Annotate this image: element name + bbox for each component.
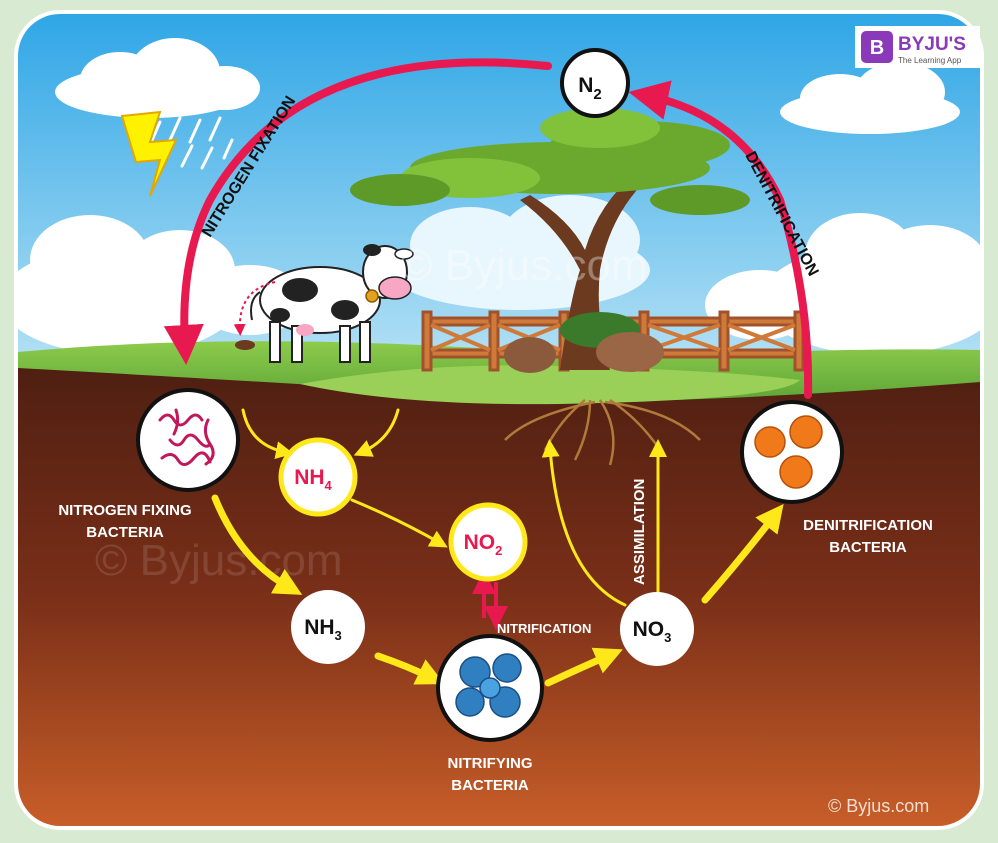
no3-to-roots-arrow xyxy=(541,439,627,607)
n2-node: N2 xyxy=(560,48,630,118)
soil xyxy=(18,368,980,826)
fixing-to-nh4-arrow xyxy=(241,408,294,460)
nitrogen-fixation-arrow xyxy=(163,58,552,365)
fixing-label-line1: NITROGEN FIXING xyxy=(58,502,191,519)
denitrification-bacteria-node xyxy=(740,400,844,504)
nh4-base: NH xyxy=(294,466,324,489)
no2-sub: 2 xyxy=(495,543,502,558)
nitrification-label: NITRIFICATION xyxy=(497,621,591,636)
nitrifying-to-no3-arrow xyxy=(544,647,623,687)
yellow-arrows xyxy=(211,408,784,687)
no3-node: NO3 xyxy=(620,592,694,666)
grass-to-nh4-arrow xyxy=(353,408,400,457)
no2-exchange-arrows xyxy=(472,570,508,630)
orange-spore-cluster-icon xyxy=(754,415,823,489)
no2-base: NO xyxy=(464,531,496,554)
logo-mark xyxy=(861,31,893,63)
svg-text:NH3: NH3 xyxy=(304,616,342,643)
brand-logo: B BYJU'S The Learning App xyxy=(855,26,980,68)
cow-dung xyxy=(235,340,255,350)
rain-cloud xyxy=(55,38,260,118)
denit-label-line2: BACTERIA xyxy=(829,539,907,556)
brand-tagline: The Learning App xyxy=(898,56,962,65)
svg-text:NO3: NO3 xyxy=(633,618,672,645)
n2-base: N xyxy=(578,74,593,97)
squiggle-bacteria-icon xyxy=(158,408,215,466)
dung-arrow xyxy=(233,281,276,336)
cloud-right-top xyxy=(780,62,960,134)
nh4-node: NH4 xyxy=(278,437,358,517)
tree xyxy=(350,108,750,373)
fixing-to-nh3-arrow xyxy=(211,494,303,595)
grass-mound xyxy=(300,365,800,405)
nh3-base: NH xyxy=(304,616,334,639)
watermark-mid: © Byjus.com xyxy=(95,536,343,585)
assimilation-label: ASSIMILATION xyxy=(631,479,648,585)
watermark-top: © Byjus.com xyxy=(400,241,648,290)
corner-credit: © Byjus.com xyxy=(828,796,929,816)
no3-base: NO xyxy=(633,618,665,641)
nitrifying-label-line1: NITRIFYING xyxy=(448,755,533,772)
svg-text:NO2: NO2 xyxy=(464,531,503,558)
nitrogen-fixing-bacteria-node xyxy=(136,388,240,492)
denit-label-line1: DENITRIFICATION xyxy=(803,517,933,534)
n2-sub: 2 xyxy=(593,86,601,103)
nh3-to-nitrifying-arrow xyxy=(374,652,445,685)
nitrifying-label-line2: BACTERIA xyxy=(451,777,529,794)
no2-node: NO2 xyxy=(448,502,528,582)
cow xyxy=(250,244,414,363)
lightning-icon xyxy=(120,110,178,197)
no3-sub: 3 xyxy=(664,630,671,645)
svg-text:N2: N2 xyxy=(578,74,602,103)
nh3-sub: 3 xyxy=(335,628,342,643)
denitrification-arrow xyxy=(628,80,813,399)
nitrifying-bacteria-node xyxy=(436,634,544,742)
brand-name: BYJU'S xyxy=(898,34,966,55)
no3-to-denitrification-arrow xyxy=(701,503,784,604)
blue-virus-cluster-icon xyxy=(455,653,522,718)
svg-text:NH4: NH4 xyxy=(294,466,332,493)
fixing-label-line2: BACTERIA xyxy=(86,524,164,541)
nh3-node: NH3 xyxy=(291,590,365,664)
logo-letter: B xyxy=(870,37,884,59)
nh4-to-no2-arrow xyxy=(350,498,448,548)
nh4-sub: 4 xyxy=(325,478,333,493)
